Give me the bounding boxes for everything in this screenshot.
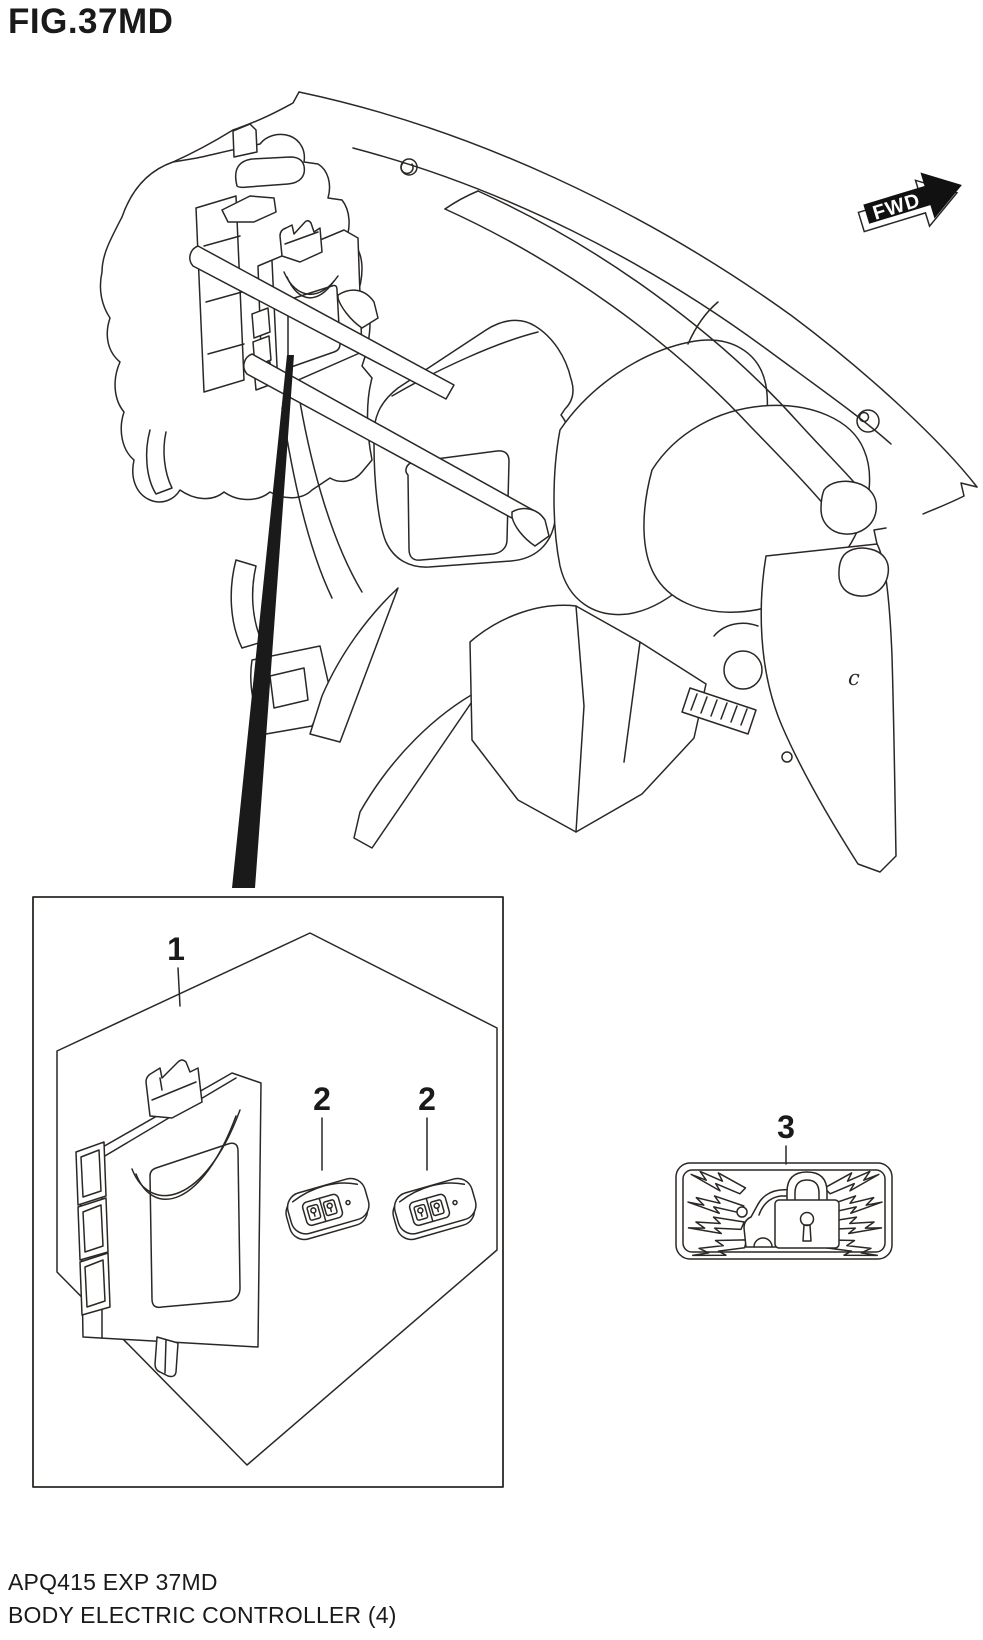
figure-code-line: APQ415 EXP 37MD (8, 1569, 218, 1595)
console-leg-center (353, 689, 481, 849)
leader-wedge (232, 355, 294, 888)
kit-outline-hexagon (56, 932, 498, 1466)
security-label-drawing (675, 1162, 893, 1265)
console-leg-left (309, 587, 399, 743)
figure-title: FIG.37MD (8, 2, 174, 41)
panel-marker-label: c (848, 666, 860, 690)
callout-3[interactable]: 3 (777, 1109, 795, 1145)
center-console-panel (469, 604, 707, 833)
steering-column-hole (723, 650, 763, 690)
padlock-icon (774, 1171, 840, 1249)
controller-unit-clip-icon (145, 1059, 203, 1119)
callout-1[interactable]: 1 (167, 931, 185, 967)
controller-unit-drawing (75, 1059, 262, 1378)
right-end-panel (760, 543, 897, 873)
key-fob-drawing (392, 1177, 477, 1241)
vent-grille (681, 687, 757, 735)
cowl-grommet-right (856, 409, 880, 433)
key-fob-drawing (285, 1177, 370, 1241)
callout-2-right[interactable]: 2 (418, 1081, 436, 1117)
figure-footer: APQ415 EXP 37MD BODY ELECTRIC CONTROLLER… (8, 1566, 397, 1632)
dashboard-illustration: c (99, 91, 978, 873)
callout-labels: 1 2 2 3 (167, 931, 795, 1171)
controller-clip-icon (279, 219, 323, 263)
parts-box (32, 896, 504, 1488)
reinforcement-bar (189, 245, 455, 400)
callout-2-left[interactable]: 2 (313, 1081, 331, 1117)
fwd-direction-arrow: FWD (857, 172, 962, 233)
figure-name-line: BODY ELECTRIC CONTROLLER (4) (8, 1602, 397, 1628)
callout-1-leader (177, 967, 181, 1007)
fwd-arrow-icon (863, 172, 962, 224)
